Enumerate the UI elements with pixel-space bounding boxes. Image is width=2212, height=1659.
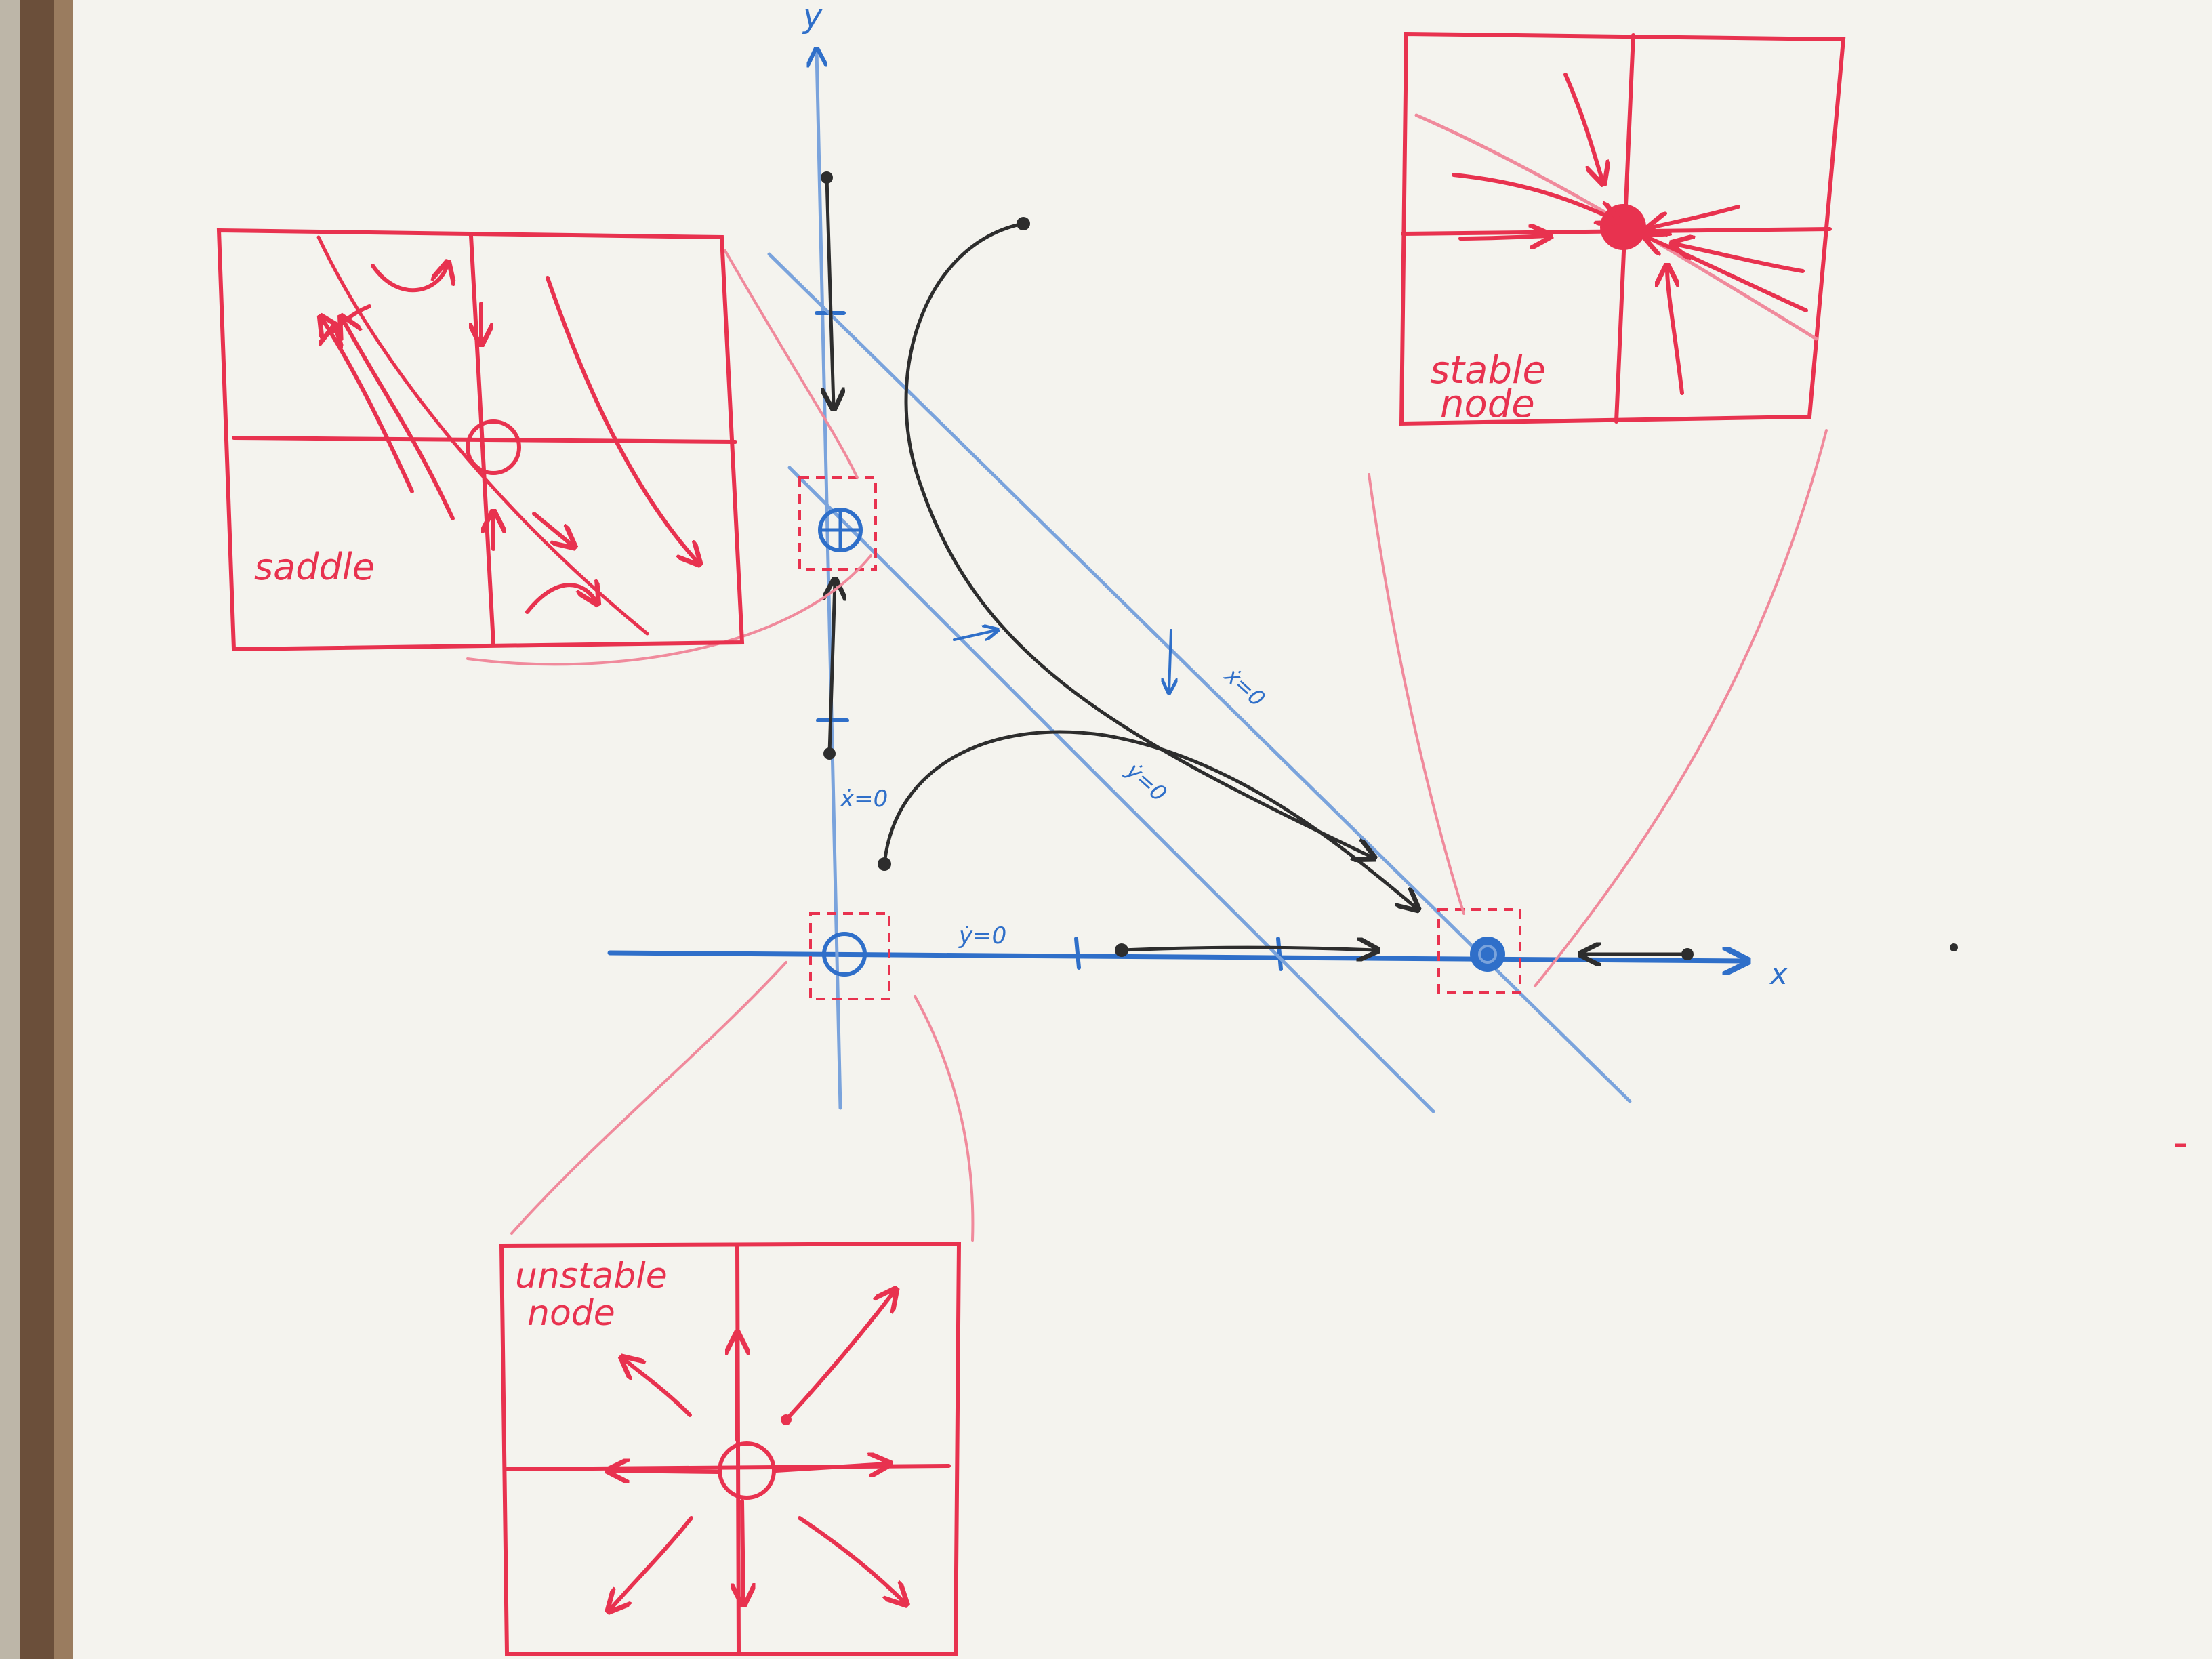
inset-unstable-label-2: node [527, 1293, 615, 1334]
trajectory-x-axis-right [1120, 947, 1376, 950]
inset-saddle [216, 228, 745, 652]
trajectories [827, 176, 1689, 954]
board-frame [0, 0, 73, 1659]
direction-hints [953, 630, 1171, 691]
x-axis-label: x [1769, 957, 1788, 991]
trajectory-lower [882, 730, 1416, 908]
inset-stable-label-2: node [1440, 382, 1535, 426]
trajectory-start-points [821, 171, 1958, 960]
inset-unstable-node [499, 1241, 962, 1656]
inset-saddle-label: saddle [254, 546, 375, 588]
nullcline-diag-lower [787, 466, 1435, 1113]
trajectory-y-axis-up [830, 581, 835, 756]
inset-stable-label-1: stable [1430, 348, 1546, 392]
fixed-point-origin [809, 912, 890, 1000]
zoom-connectors [466, 249, 1828, 1242]
inset-stable-frame [1399, 31, 1846, 426]
whiteboard-surface [73, 0, 2212, 1659]
trajectory-upper [904, 222, 1372, 857]
nullcline-x-axis-label: ẏ=0 [958, 922, 1006, 949]
unstable-start-dot [781, 1414, 792, 1425]
trajectory-y-axis-down [827, 176, 834, 407]
inset-stable-node [1399, 31, 1846, 426]
y-axis-label: y [802, 0, 823, 35]
fixed-point-saddle [798, 476, 877, 571]
inset-saddle-frame [216, 228, 745, 652]
fixed-point-stable [1437, 908, 1521, 994]
inset-unstable-frame [499, 1241, 962, 1656]
nullcline-y-axis-label: ẋ=0 [840, 785, 888, 813]
axis-ticks [815, 311, 1283, 971]
inset-unstable-label-1: unstable [515, 1256, 668, 1296]
